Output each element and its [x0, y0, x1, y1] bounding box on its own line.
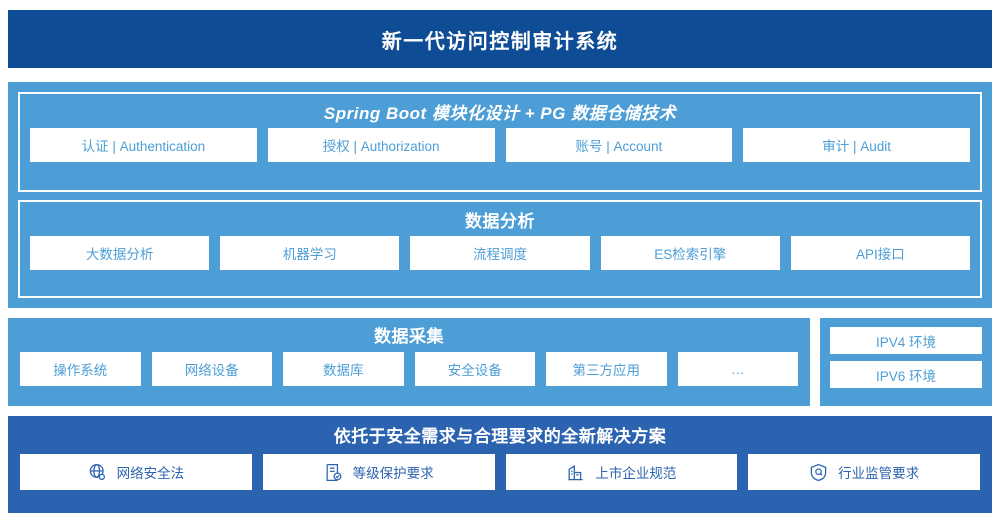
platform-panel: Spring Boot 模块化设计 + PG 数据仓储技术 认证 | Authe…: [8, 82, 992, 308]
chip-authentication[interactable]: 认证 | Authentication: [30, 128, 257, 162]
data-analysis-group: 数据分析 大数据分析 机器学习 流程调度 ES检索引擎 API接口: [18, 200, 982, 298]
chip-listed-company-standard[interactable]: 上市企业规范: [505, 454, 738, 490]
chip-api-interface[interactable]: API接口: [790, 236, 971, 270]
chip-process-scheduling[interactable]: 流程调度: [410, 236, 590, 270]
chip-database[interactable]: 数据库: [283, 352, 404, 386]
compliance-panel: 依托于安全需求与合理要求的全新解决方案 网络安全法: [8, 416, 992, 513]
page-title: 新一代访问控制审计系统: [381, 30, 619, 53]
data-collection-chip-row: 操作系统 网络设备 数据库 安全设备 第三方应用 …: [20, 352, 798, 386]
chip-authorization[interactable]: 授权 | Authorization: [267, 128, 495, 162]
chip-ipv4-environment[interactable]: IPV4 环境: [830, 327, 982, 354]
environment-panel: IPV4 环境 IPV6 环境: [820, 318, 992, 406]
chip-third-party-app[interactable]: 第三方应用: [546, 352, 667, 386]
compliance-title: 依托于安全需求与合理要求的全新解决方案: [333, 427, 667, 446]
chip-es-search-engine[interactable]: ES检索引擎: [600, 236, 780, 270]
spring-boot-chip-row: 认证 | Authentication 授权 | Authorization 账…: [30, 128, 970, 162]
chip-network-device[interactable]: 网络设备: [151, 352, 272, 386]
chip-machine-learning[interactable]: 机器学习: [220, 236, 400, 270]
compliance-chip-row: 网络安全法 等级保护要求: [20, 454, 980, 490]
chip-more-ellipsis[interactable]: …: [677, 352, 798, 386]
chip-label: 上市企业规范: [595, 466, 677, 481]
chip-classified-protection[interactable]: 等级保护要求: [262, 454, 495, 490]
chip-account[interactable]: 账号 | Account: [505, 128, 733, 162]
chip-big-data-analysis[interactable]: 大数据分析: [30, 236, 210, 270]
header-banner: 新一代访问控制审计系统: [8, 10, 992, 68]
spring-boot-group: Spring Boot 模块化设计 + PG 数据仓储技术 认证 | Authe…: [18, 92, 982, 192]
data-analysis-chip-row: 大数据分析 机器学习 流程调度 ES检索引擎 API接口: [30, 236, 971, 270]
chip-ipv6-environment[interactable]: IPV6 环境: [830, 361, 982, 388]
chip-audit[interactable]: 审计 | Audit: [743, 128, 970, 162]
document-check-icon: [324, 463, 343, 482]
globe-icon: [88, 463, 107, 482]
chip-operating-system[interactable]: 操作系统: [20, 352, 141, 386]
data-collection-panel: 数据采集 操作系统 网络设备 数据库 安全设备 第三方应用 …: [8, 318, 810, 406]
chip-cybersecurity-law[interactable]: 网络安全法: [20, 454, 252, 490]
shield-search-icon: [809, 463, 828, 482]
data-analysis-group-title: 数据分析: [465, 212, 535, 231]
data-collection-title: 数据采集: [374, 327, 444, 346]
bank-building-icon: [566, 463, 585, 482]
collection-row: 数据采集 操作系统 网络设备 数据库 安全设备 第三方应用 … IPV4 环境 …: [8, 318, 992, 406]
chip-label: 等级保护要求: [352, 466, 434, 481]
chip-label: 行业监管要求: [838, 466, 920, 481]
spring-boot-group-title: Spring Boot 模块化设计 + PG 数据仓储技术: [323, 104, 677, 123]
chip-security-device[interactable]: 安全设备: [414, 352, 535, 386]
chip-industry-regulation[interactable]: 行业监管要求: [748, 454, 980, 490]
chip-label: 网络安全法: [116, 466, 185, 481]
